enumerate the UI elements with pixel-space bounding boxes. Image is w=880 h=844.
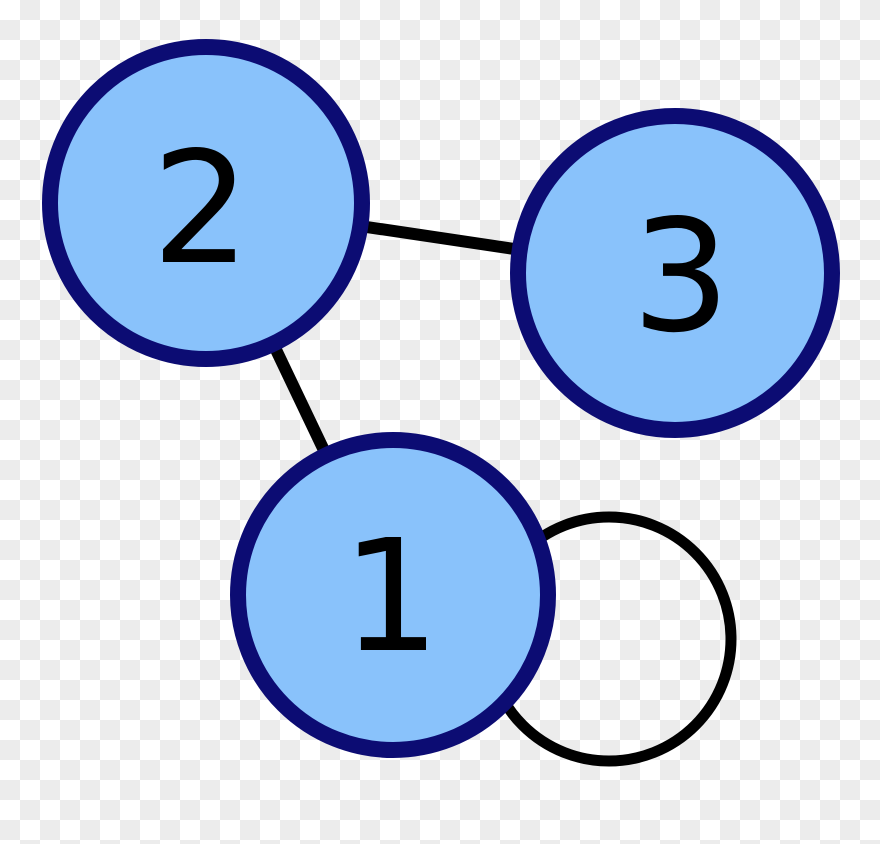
node-label-3: 3 (632, 186, 731, 367)
nodes-layer (42, 39, 840, 758)
node-circle-1 (230, 432, 556, 758)
node-circle-3 (510, 108, 840, 438)
node-label-2: 2 (152, 118, 251, 299)
node-label-1: 1 (342, 506, 441, 687)
labels-layer: 1 2 3 (152, 118, 731, 687)
node-circle-2 (42, 39, 370, 367)
